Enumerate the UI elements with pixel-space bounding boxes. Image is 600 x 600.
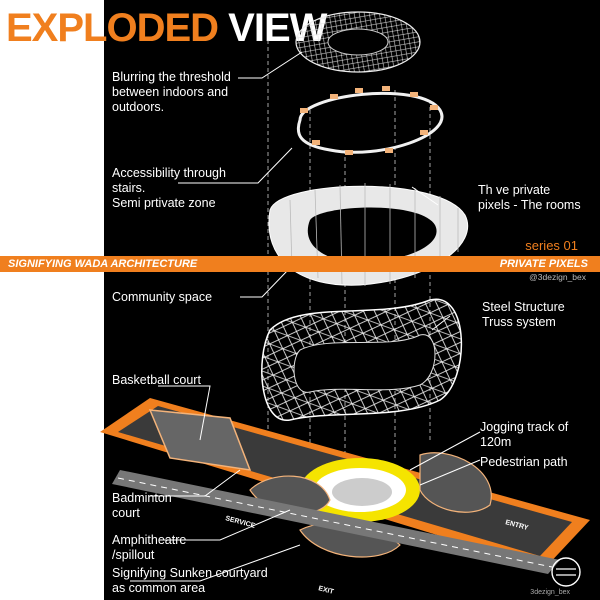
mesh-ring-roof — [295, 11, 421, 73]
road-label-exit: EXIT — [317, 585, 335, 596]
label-basketball: Basketball court — [112, 373, 201, 387]
band-text-left: SIGNIFYING WADA ARCHITECTURE — [8, 258, 198, 270]
label-threshold: Blurring the threshold between indoors a… — [112, 70, 231, 114]
post-icon[interactable] — [8, 584, 20, 596]
logo-caption: 3dezign_bex — [530, 589, 570, 596]
road-label-service: SERVICE — [224, 515, 256, 530]
bookmark-icon[interactable] — [70, 584, 82, 594]
orange-band — [0, 256, 600, 272]
comment-icon[interactable] — [29, 584, 41, 596]
band-text-right: PRIVATE PIXELS — [499, 258, 588, 270]
social-icons — [8, 581, 82, 598]
label-amphitheatre: Amphitheatre /spillout — [112, 533, 187, 562]
circle-logo-icon — [551, 557, 581, 587]
label-pedestrian: Pedestrian path — [480, 455, 568, 469]
label-sunken: Signifying Sunken courtyard as common ar… — [112, 566, 268, 595]
stairs-ring — [296, 86, 444, 155]
author-handle: @3dezign_bex — [529, 272, 586, 282]
label-community: Community space — [112, 290, 213, 304]
label-steel: Steel Structure Truss system — [482, 300, 565, 329]
label-jogging: Jogging track of 120m — [480, 420, 569, 449]
share-icon[interactable] — [47, 581, 64, 598]
site-plan — [100, 398, 590, 574]
title-part-exploded: EXPLODED — [6, 6, 219, 50]
series-label: series 01 — [525, 238, 578, 253]
label-badminton: Badminton court — [112, 491, 172, 520]
leader-lines — [130, 51, 481, 582]
label-rooms: Th ve private pixels - The rooms — [478, 183, 581, 212]
label-stairs: Accessibility through stairs. Semi prtiv… — [112, 166, 226, 210]
steel-truss — [261, 298, 463, 421]
left-white-panel — [0, 0, 104, 600]
